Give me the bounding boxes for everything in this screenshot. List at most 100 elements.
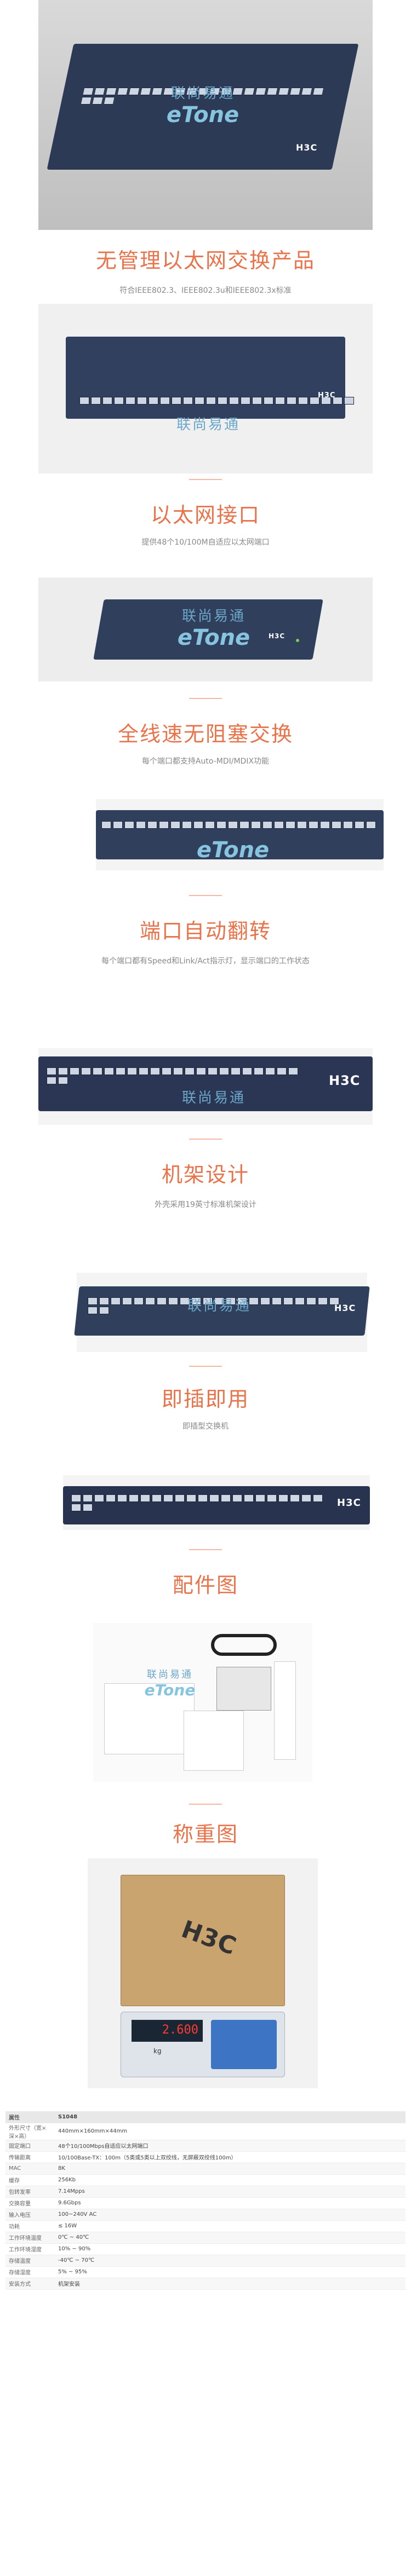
ethernet-port — [99, 1307, 109, 1314]
spec-key: 固定端口 — [5, 2140, 55, 2152]
spec-key: 输入电压 — [5, 2209, 55, 2221]
ethernet-port — [163, 88, 175, 95]
ethernet-port — [82, 88, 94, 95]
ethernet-port — [203, 1297, 213, 1305]
section-divider — [189, 1549, 222, 1550]
scale-unit: kg — [153, 2047, 162, 2055]
accessory-photo-section: 联尚易通 eTone — [0, 1623, 411, 1798]
table-row: 功耗≤ 16W — [5, 2220, 406, 2232]
spec-key: 传输距离 — [5, 2151, 55, 2163]
ethernet-port — [80, 97, 92, 105]
ethernet-port — [196, 1067, 206, 1075]
ethernet-port — [278, 1494, 288, 1502]
ethernet-port — [218, 397, 227, 405]
switch-illustration — [96, 810, 384, 859]
spec-key: 存储湿度 — [5, 2266, 55, 2278]
ethernet-port — [47, 1067, 56, 1075]
ethernet-port — [264, 397, 273, 405]
ethernet-port — [71, 1494, 81, 1502]
switch-photo: H3C — [63, 1475, 370, 1530]
ethernet-port — [103, 97, 115, 105]
ethernet-port — [237, 1297, 247, 1305]
ethernet-port — [255, 1494, 265, 1502]
ethernet-port — [216, 821, 226, 829]
section-title: 机架设计 — [161, 1163, 249, 1187]
ethernet-port — [318, 1297, 328, 1305]
section-subtitle: 每个端口都有Speed和Link/Act指示灯，显示端口的工作状态 — [101, 957, 310, 966]
table-row: 安装方式机架安装 — [5, 2278, 406, 2290]
ethernet-port — [355, 821, 364, 829]
ethernet-port — [151, 88, 163, 95]
ethernet-port — [170, 821, 180, 829]
hero-photo-section: H3C 联尚易通 eTone 无管理以太网交换产品 符合IEEE802.3、IE… — [0, 0, 411, 304]
ethernet-port — [182, 821, 192, 829]
ethernet-port — [260, 1297, 270, 1305]
section-subtitle: 提供48个10/100M自适应以太网端口 — [141, 538, 270, 547]
ethernet-port — [180, 1297, 190, 1305]
ethernet-port — [252, 397, 262, 405]
table-header-cell: S1048 — [55, 2111, 406, 2123]
plugplay-section: H3C 联尚易通 即插即用 即插型交换机 — [0, 1273, 411, 1475]
spec-key: MAC — [5, 2163, 55, 2175]
ethernet-port — [101, 821, 111, 829]
ethernet-port — [111, 1297, 121, 1305]
ethernet-port — [139, 1067, 149, 1075]
section-divider — [189, 698, 222, 699]
spec-value: 8K — [55, 2163, 406, 2175]
section-title: 以太网接口 — [150, 503, 260, 527]
section-divider — [189, 1139, 222, 1140]
section-title: 即插即用 — [161, 1387, 249, 1411]
ethernet-port — [198, 1494, 208, 1502]
ethernet-port — [58, 1067, 68, 1075]
ethernet-port — [102, 397, 112, 405]
manual-card — [104, 1683, 195, 1754]
ethernet-port — [99, 1297, 109, 1305]
ethernet-port — [249, 1297, 259, 1305]
section-title: 称重图 — [172, 1822, 238, 1846]
ethernet-port — [88, 1297, 98, 1305]
ethernet-port — [221, 1494, 231, 1502]
ethernet-port — [343, 821, 353, 829]
ethernet-port — [197, 88, 209, 95]
ethernet-port — [140, 1494, 150, 1502]
table-row: 存储温度-40℃ ~ 70℃ — [5, 2255, 406, 2267]
section-divider — [189, 895, 222, 896]
spec-value: 10/100Base-TX：100m（5类或5类以上双绞线，无屏蔽双绞线100m… — [55, 2151, 406, 2163]
rack-section: H3C 联尚易通 机架设计 外壳采用19英寸标准机架设计 — [0, 1048, 411, 1273]
ethernet-port — [254, 1067, 264, 1075]
section-subtitle: 符合IEEE802.3、IEEE802.3u和IEEE802.3x标准 — [119, 286, 292, 295]
ethernet-port — [92, 97, 104, 105]
ethernet-port — [267, 1494, 277, 1502]
ethernet-port — [295, 1297, 305, 1305]
ethernet-port — [310, 397, 319, 405]
spec-value: -40℃ ~ 70℃ — [55, 2255, 406, 2267]
ethernet-port — [105, 88, 117, 95]
screw-pack — [216, 1667, 271, 1711]
spec-value: 48个10/100Mbps自适应以太网端口 — [55, 2140, 406, 2152]
section-divider — [189, 1804, 222, 1805]
scale-weight: 2.600 — [162, 2023, 198, 2037]
ethernet-port — [172, 397, 181, 405]
ethernet-port — [320, 821, 330, 829]
ethernet-port — [226, 1297, 236, 1305]
ethernet-port — [147, 821, 157, 829]
ethernet-port — [128, 88, 140, 95]
section-divider — [189, 479, 222, 480]
ethernet-port — [186, 88, 198, 95]
nonblocking-section: H3C 联尚易通 eTone 全线速无阻塞交换 每个端口都支持Auto-MDI/… — [0, 577, 411, 799]
switch-photo: H3C 联尚易通 — [38, 304, 373, 473]
scale-keypad — [211, 2020, 277, 2069]
ethernet-port — [94, 1494, 104, 1502]
ethernet-port — [288, 1067, 298, 1075]
accessory-photo: 联尚易通 eTone — [93, 1623, 312, 1782]
ethernet-port — [114, 397, 124, 405]
ethernet-port — [275, 397, 285, 405]
ethernet-port — [209, 88, 221, 95]
ethernet-port — [129, 1494, 139, 1502]
